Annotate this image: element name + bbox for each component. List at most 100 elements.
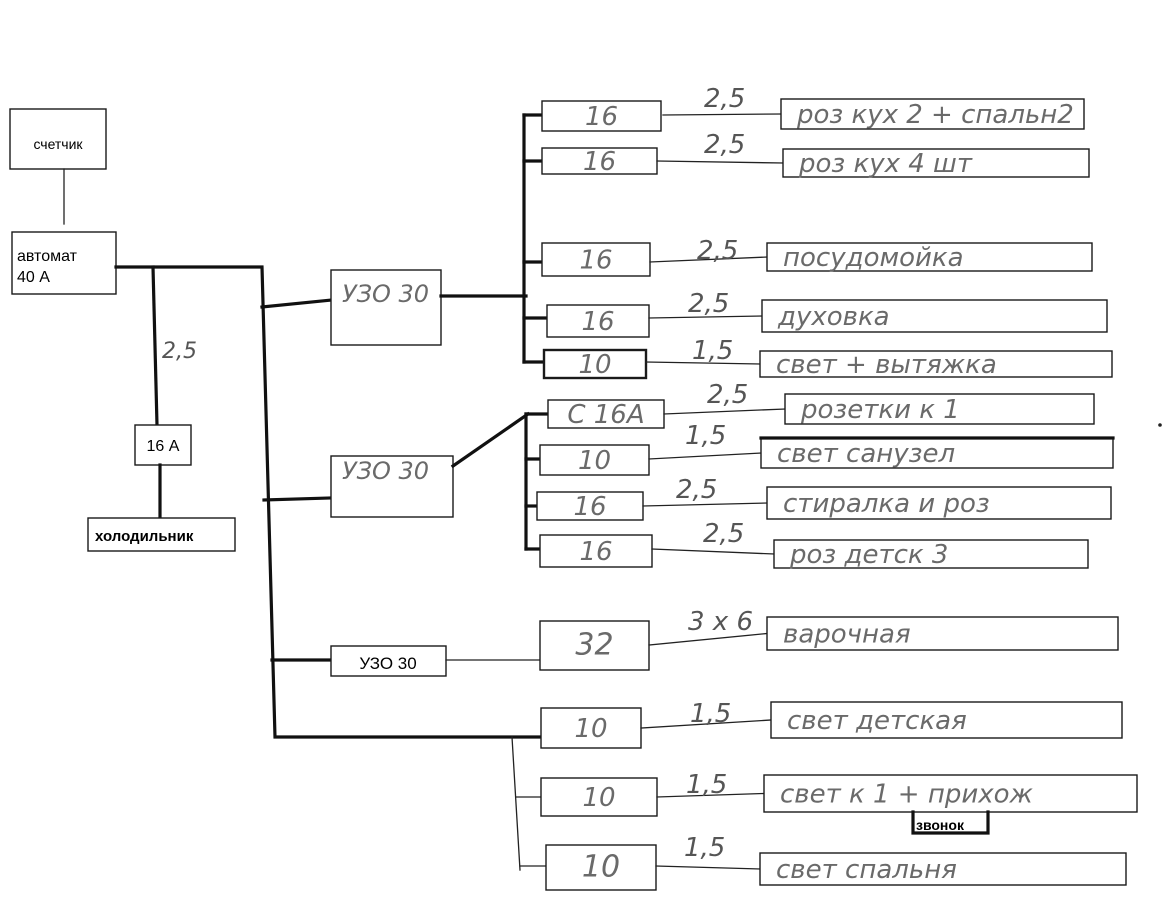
wire-size-label: 1,5	[686, 770, 727, 800]
wire-size-label: 2,5	[707, 380, 748, 410]
breaker-rating: 10	[574, 714, 607, 744]
rcd-2: УЗО 30	[330, 455, 454, 518]
load-box	[773, 539, 1089, 569]
load-box	[782, 148, 1090, 178]
circuit-group3-1: 32 3 х 6 варочная	[539, 607, 1119, 671]
group2-feeders	[450, 411, 550, 551]
circuit-group2-2: 10 1,5 свет санузел	[539, 421, 1115, 476]
load-box	[766, 486, 1112, 520]
breaker-rating: 16	[579, 537, 612, 567]
breaker-rating: 10	[578, 446, 611, 476]
breaker-box	[546, 304, 650, 338]
wire-size-label: 1,5	[685, 421, 726, 451]
load-label: варочная	[783, 620, 911, 650]
wire-size-label: 2,5	[704, 84, 745, 114]
load-wire	[642, 502, 768, 507]
load-wire	[648, 315, 763, 319]
doorbell-node: звонок	[911, 810, 990, 835]
wire-size-label: 1,5	[684, 833, 725, 863]
fridge-wire-size: 2,5	[162, 339, 197, 364]
breaker-rating: 32	[575, 628, 613, 663]
rcd-1: УЗО 30	[330, 269, 442, 346]
wire-size-label: 1,5	[692, 336, 733, 366]
group4-feeders	[511, 736, 547, 871]
breaker-box	[539, 534, 653, 568]
load-wire	[640, 719, 772, 729]
fridge-load-label: холодильник	[95, 528, 194, 545]
load-label: свет спальня	[776, 855, 957, 885]
main-breaker-label-line2: 40 А	[17, 269, 50, 286]
circuit-group2-4: 16 2,5 роз детск 3	[539, 519, 1089, 570]
wire-size-label: 2,5	[697, 236, 738, 266]
load-wire	[648, 632, 768, 646]
load-box	[766, 616, 1119, 651]
load-label: посудомойка	[783, 243, 964, 273]
group1-feeders	[439, 113, 549, 364]
main-breaker-label-line1: автомат	[17, 248, 78, 265]
breaker-box	[547, 399, 665, 429]
load-label: роз кух 4 шт	[798, 149, 973, 179]
load-wire	[655, 865, 761, 870]
load-box	[784, 393, 1095, 425]
load-wire	[649, 256, 768, 263]
meter-node: счетчик	[9, 108, 107, 170]
rcd-3-label: УЗО 30	[359, 654, 416, 673]
load-box	[759, 852, 1127, 886]
load-wire	[663, 408, 786, 415]
breaker-box	[541, 242, 651, 277]
load-label: свет детская	[787, 706, 967, 736]
wire-size-label: 2,5	[688, 289, 729, 319]
main-breaker-node: автомат 40 А	[11, 231, 117, 295]
circuit-group1-4: 16 2,5 духовка	[546, 289, 1108, 338]
breaker-rating: 16	[585, 102, 618, 132]
load-label: духовка	[777, 302, 890, 332]
load-label: свет санузел	[777, 439, 955, 469]
breaker-box	[541, 147, 658, 175]
load-wire	[662, 113, 782, 116]
doorbell-label: звонок	[916, 817, 965, 833]
breaker-box	[541, 100, 662, 132]
breaker-rating: 16	[583, 147, 616, 177]
load-label: розетки к 1	[800, 395, 960, 425]
circuit-group4-3: 10 1,5 свет спальня	[545, 833, 1127, 891]
breaker-box	[545, 844, 657, 891]
breaker-box	[539, 444, 650, 476]
breaker-rating: 16	[573, 492, 606, 522]
load-wire	[651, 548, 775, 555]
wire-size-label: 2,5	[703, 519, 744, 549]
wire-size-label: 3 х 6	[688, 607, 753, 637]
load-wire	[656, 792, 765, 798]
rcd-3: УЗО 30	[330, 645, 447, 677]
breaker-box	[540, 777, 658, 817]
circuit-group1-5: 10 1,5 свет + вытяжка	[542, 336, 1113, 380]
load-label: роз детск 3	[789, 540, 948, 570]
load-box	[763, 774, 1138, 813]
wire-size-label: 1,5	[690, 699, 731, 729]
breaker-rating: 16	[581, 307, 614, 337]
load-label: свет + вытяжка	[776, 350, 997, 380]
circuit-group4-1: 10 1,5 свет детская	[540, 699, 1123, 749]
wire-size-label: 2,5	[704, 130, 745, 160]
load-box	[760, 437, 1114, 469]
fridge-branch: 2,5 16 А холодильник	[87, 265, 236, 552]
load-box	[770, 701, 1123, 739]
load-wire	[645, 361, 761, 365]
circuit-group1-2: 16 2,5 роз кух 4 шт	[541, 130, 1090, 179]
load-box	[759, 350, 1113, 378]
breaker-rating: 10	[582, 850, 620, 885]
breaker-box	[539, 620, 650, 671]
breaker-rating: 10	[578, 350, 611, 380]
breaker-box	[542, 348, 648, 380]
load-box	[761, 299, 1108, 333]
load-wire	[648, 452, 762, 460]
load-wire	[656, 160, 784, 164]
main-bus	[114, 265, 542, 739]
meter-label: счетчик	[33, 136, 83, 152]
rcd-2-label: УЗО 30	[342, 457, 429, 485]
